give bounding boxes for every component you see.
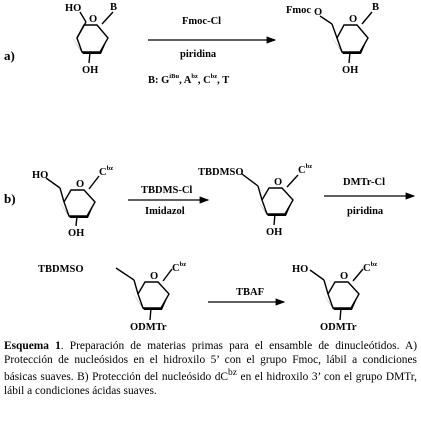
caption-sup: bz — [228, 368, 237, 379]
five-prime-o: O — [314, 7, 322, 18]
caption-text-1: . Preparación de materias primas para el… — [4, 340, 417, 383]
five-prime-label: HO — [32, 170, 48, 181]
ring-oxygen: O — [150, 271, 158, 282]
ring-oxygen: O — [76, 179, 84, 190]
three-prime-label: OH — [82, 65, 98, 76]
base-label: B — [110, 2, 117, 13]
reagent-piridina-b: piridina — [347, 206, 384, 217]
caption-text-2: en el hidroxilo 3’ con el grupo DMTr, lá… — [4, 370, 417, 397]
base-label: B — [372, 2, 379, 13]
reagent-dmtr-cl: DMTr-Cl — [343, 177, 385, 188]
ring-oxygen: O — [274, 177, 282, 188]
reagent-tbdms-cl: TBDMS-Cl — [141, 185, 192, 196]
scheme-caption: Esquema 1. Preparación de materias prima… — [4, 340, 417, 398]
nucleoside-a-product: Fmoc O O B OH — [286, 2, 379, 76]
reagent-fmoc-cl: Fmoc-Cl — [182, 16, 221, 27]
three-prime-label: OH — [68, 228, 84, 239]
reagent-imidazol: Imidazol — [145, 206, 185, 217]
three-prime-label: OH — [342, 65, 358, 76]
nucleoside-b1: HO O Cbz OH — [32, 165, 113, 239]
reagent-tbaf: TBAF — [236, 287, 264, 298]
nucleoside-a-start: HO O B OH — [65, 2, 117, 76]
ring-oxygen: O — [89, 14, 97, 25]
three-prime-label: ODMTr — [130, 322, 167, 333]
nucleoside-b4: HO O Cbz ODMTr — [292, 261, 377, 333]
five-prime-label: HO — [65, 3, 81, 14]
bases-legend: B: GiBu, Abz, Cbz, T — [148, 73, 229, 86]
base-label: Cbz — [172, 261, 186, 274]
reagent-piridina-a: piridina — [180, 49, 217, 60]
base-label: Cbz — [298, 163, 312, 176]
base-label: Cbz — [99, 165, 113, 178]
ring-oxygen: O — [340, 271, 348, 282]
section-b-label: b) — [4, 191, 16, 206]
fmoc-label: Fmoc — [286, 5, 311, 16]
nucleoside-b3: TBDMSO O Cbz ODMTr — [38, 261, 186, 333]
caption-label: Esquema 1 — [4, 340, 61, 352]
five-prime-label: TBDMSO — [198, 167, 244, 178]
five-prime-label: HO — [292, 264, 308, 275]
ring-thick-edge — [71, 36, 108, 54]
ring-oxygen: O — [349, 14, 357, 25]
section-a-label: a) — [4, 48, 15, 63]
reaction-scheme: a) HO O B OH Fmoc-Cl piridina B: GiBu, A… — [4, 2, 416, 333]
three-prime-label: ODMTr — [320, 322, 357, 333]
five-prime-label: TBDMSO — [38, 264, 84, 275]
three-prime-label: OH — [266, 227, 282, 238]
nucleoside-b2: TBDMSO O Cbz OH — [198, 163, 312, 238]
base-label: Cbz — [363, 261, 377, 274]
